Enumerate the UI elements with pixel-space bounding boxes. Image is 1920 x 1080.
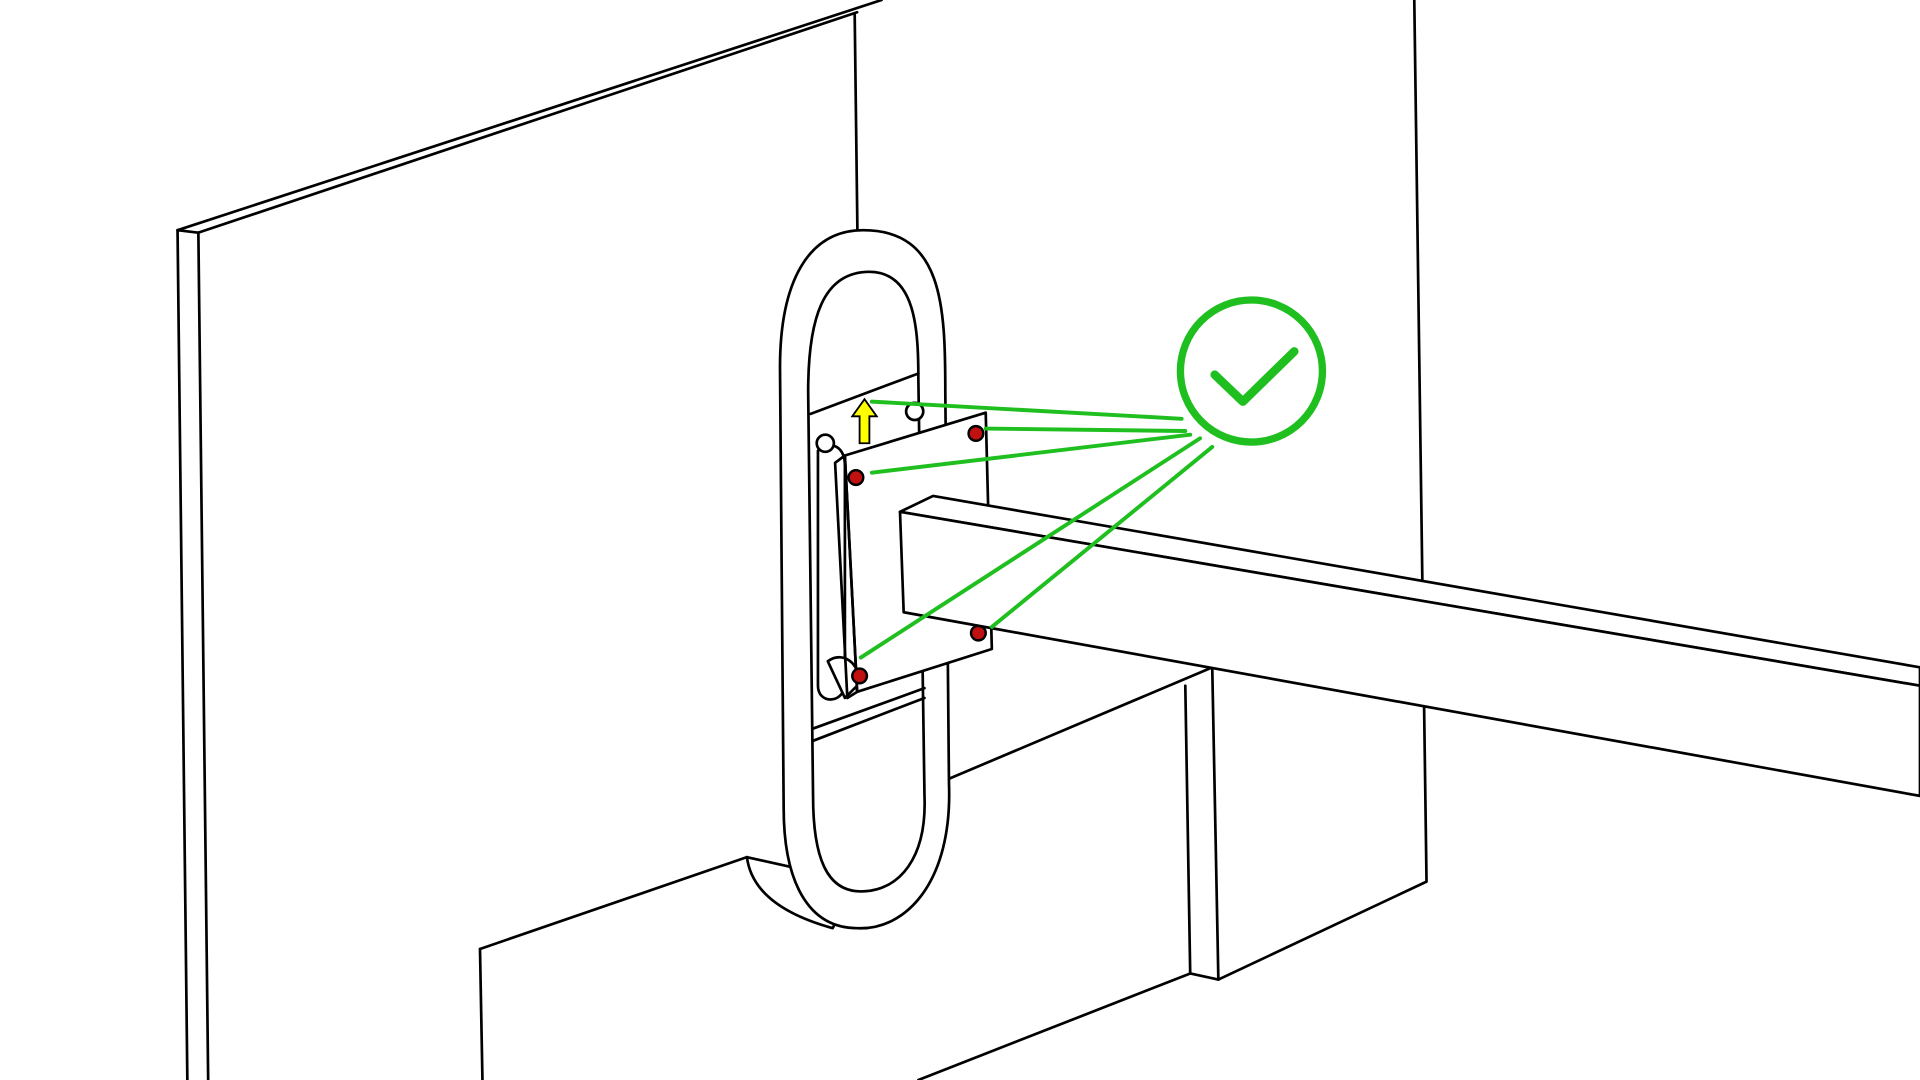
arm	[898, 494, 1920, 798]
check-circle-icon	[1176, 296, 1327, 446]
screw	[847, 468, 865, 487]
up-arrow-icon	[850, 397, 879, 445]
monitor-back	[176, 0, 1428, 1080]
callout-lines	[858, 399, 1215, 660]
screw	[851, 667, 869, 685]
screw	[967, 424, 985, 443]
